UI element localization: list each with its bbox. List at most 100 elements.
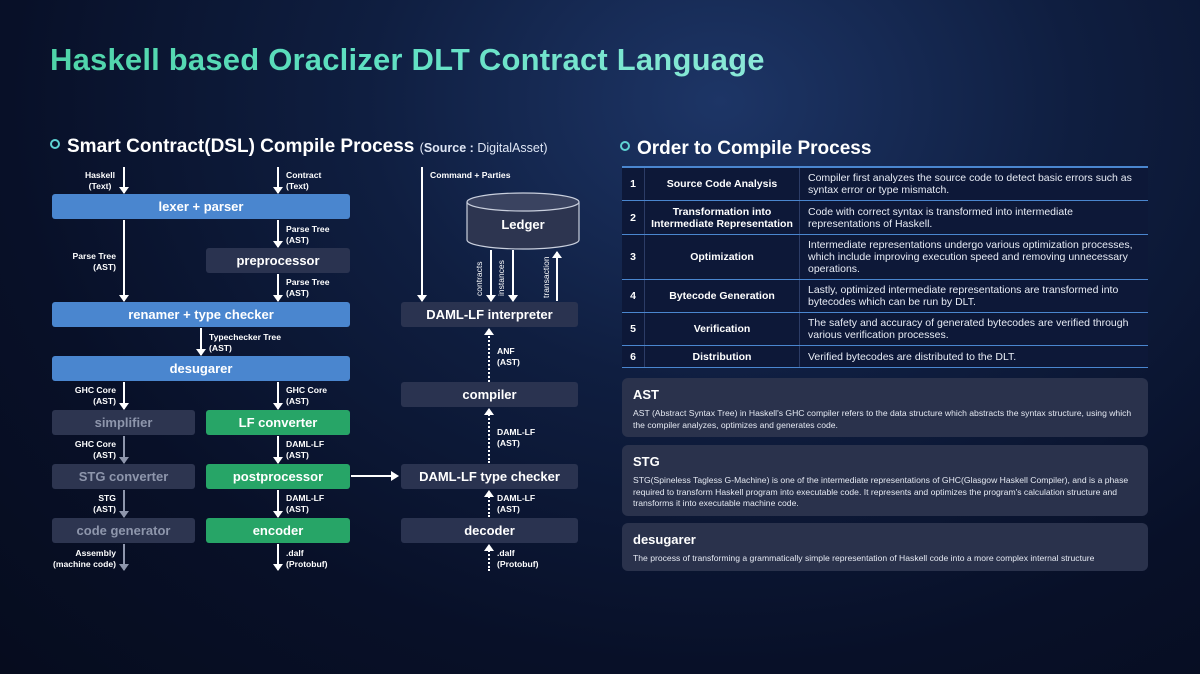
row-step: Optimization bbox=[645, 235, 800, 279]
label-stg: STG(AST) bbox=[62, 493, 116, 514]
arrow-lexer-preprocessor bbox=[273, 220, 283, 248]
label-parse-tree-1-line2: (AST) bbox=[93, 261, 116, 272]
table-row: 3 Optimization Intermediate representati… bbox=[622, 235, 1148, 280]
box-daml-lf-type-checker: DAML-LF type checker bbox=[401, 464, 578, 489]
compile-process-heading: Smart Contract(DSL) Compile Process (Sou… bbox=[50, 136, 547, 158]
arrow-compiler-interpreter bbox=[484, 328, 494, 382]
label-assembly: Assembly(machine code) bbox=[46, 548, 116, 569]
compile-process-title: Smart Contract(DSL) Compile Process bbox=[67, 136, 415, 157]
arrow-decoder-typechecker bbox=[484, 490, 494, 517]
label-dalf-2-line1: .dalf bbox=[497, 548, 515, 558]
compile-order-table: 1 Source Code Analysis Compiler first an… bbox=[622, 166, 1148, 368]
label-stg-line1: STG bbox=[98, 493, 116, 503]
row-step: Bytecode Generation bbox=[645, 280, 800, 312]
label-transaction: transaction bbox=[541, 256, 551, 298]
box-preprocessor: preprocessor bbox=[206, 248, 350, 273]
arrow-transaction bbox=[552, 251, 562, 301]
row-number: 3 bbox=[622, 235, 645, 279]
label-parse-tree-1: Parse Tree(AST) bbox=[62, 251, 116, 272]
row-description: Lastly, optimized intermediate represent… bbox=[808, 284, 1119, 308]
card-title: STG bbox=[633, 454, 660, 469]
label-dalf-1-line2: (Protobuf) bbox=[286, 558, 328, 569]
arrow-contracts bbox=[486, 250, 496, 302]
table-row: 5 Verification The safety and accuracy o… bbox=[622, 313, 1148, 346]
label-ghc-core-3: GHC Core(AST) bbox=[62, 439, 116, 460]
source-note: (Source : DigitalAsset) bbox=[420, 141, 548, 155]
label-anf-line1: ANF bbox=[497, 346, 515, 356]
label-dalf-2: .dalf(Protobuf) bbox=[497, 548, 539, 569]
label-ghc-core-1-line2: (AST) bbox=[93, 395, 116, 406]
table-row: 6 Distribution Verified bytecodes are di… bbox=[622, 346, 1148, 368]
box-desugarer: desugarer bbox=[52, 356, 350, 381]
box-lexer-parser: lexer + parser bbox=[52, 194, 350, 219]
label-dalf-1: .dalf(Protobuf) bbox=[286, 548, 328, 569]
arrow-typechecker-compiler bbox=[484, 408, 494, 463]
box-daml-lf-interpreter: DAML-LF interpreter bbox=[401, 302, 578, 327]
arrow-postprocessor-encoder bbox=[273, 490, 283, 518]
arrow-desugarer-lf-converter bbox=[273, 382, 283, 410]
input-contract: Contract(Text) bbox=[286, 170, 321, 191]
arrow-contract bbox=[273, 167, 283, 194]
arrow-instances bbox=[508, 250, 518, 302]
arrow-codegen-out bbox=[119, 544, 129, 571]
box-simplifier: simplifier bbox=[52, 410, 195, 435]
input-contract-line1: Contract bbox=[286, 170, 322, 180]
label-assembly-line2: (machine code) bbox=[52, 558, 116, 569]
label-ghc-core-1-line1: GHC Core bbox=[74, 385, 116, 395]
row-description: Compiler first analyzes the source code … bbox=[808, 172, 1132, 196]
input-command-parties: Command + Parties bbox=[430, 170, 511, 180]
box-code-generator: code generator bbox=[52, 518, 195, 543]
row-number: 5 bbox=[622, 313, 645, 345]
arrow-encoder-out bbox=[273, 544, 283, 571]
label-anf-line2: (AST) bbox=[497, 356, 520, 367]
box-stg-converter: STG converter bbox=[52, 464, 195, 489]
label-daml-lf-3: DAML-LF(AST) bbox=[497, 427, 535, 448]
card-text: The process of transforming a grammatica… bbox=[633, 553, 1095, 563]
source-value: DigitalAsset bbox=[477, 141, 544, 155]
row-number: 2 bbox=[622, 201, 645, 234]
row-number: 1 bbox=[622, 168, 645, 200]
label-typechecker-tree-line2: (AST) bbox=[209, 342, 232, 353]
label-daml-lf-4-line1: DAML-LF bbox=[497, 493, 536, 503]
label-ghc-core-2-line2: (AST) bbox=[286, 395, 309, 406]
arrow-preprocessor-renamer bbox=[273, 274, 283, 302]
label-stg-line2: (AST) bbox=[93, 503, 116, 514]
label-instances: instances bbox=[496, 260, 506, 296]
arrow-lf-converter-postprocessor bbox=[273, 436, 283, 464]
label-dalf-1-line1: .dalf bbox=[286, 548, 304, 558]
arrow-desugarer-simplifier bbox=[119, 382, 129, 410]
order-title: Order to Compile Process bbox=[637, 138, 872, 159]
box-decoder: decoder bbox=[401, 518, 578, 543]
arrow-head-right-icon bbox=[391, 471, 399, 481]
label-assembly-line1: Assembly bbox=[75, 548, 116, 558]
label-daml-lf-1-line1: DAML-LF bbox=[286, 439, 325, 449]
label-ghc-core-2-line1: GHC Core bbox=[286, 385, 328, 395]
label-parse-tree-1-line1: Parse Tree bbox=[72, 251, 116, 261]
label-ghc-core-1: GHC Core(AST) bbox=[62, 385, 116, 406]
label-ghc-core-2: GHC Core(AST) bbox=[286, 385, 327, 406]
row-step: Transformation into Intermediate Represe… bbox=[645, 201, 800, 234]
label-typechecker-tree: Typechecker Tree(AST) bbox=[209, 332, 281, 353]
label-daml-lf-3-line1: DAML-LF bbox=[497, 427, 536, 437]
page-title: Haskell based Oraclizer DLT Contract Lan… bbox=[50, 42, 765, 77]
label-parse-tree-3: Parse Tree(AST) bbox=[286, 277, 329, 298]
label-ghc-core-3-line1: GHC Core bbox=[74, 439, 116, 449]
box-lf-converter: LF converter bbox=[206, 410, 350, 435]
source-label: Source : bbox=[423, 141, 474, 155]
label-daml-lf-3-line2: (AST) bbox=[497, 437, 520, 448]
table-row: 1 Source Code Analysis Compiler first an… bbox=[622, 168, 1148, 201]
label-daml-lf-2: DAML-LF(AST) bbox=[286, 493, 324, 514]
arrow-lexer-renamer bbox=[119, 220, 129, 302]
label-parse-tree-2-line2: (AST) bbox=[286, 234, 309, 245]
label-daml-lf-1: DAML-LF(AST) bbox=[286, 439, 324, 460]
label-parse-tree-2: Parse Tree(AST) bbox=[286, 224, 329, 245]
arrow-dalf-decoder bbox=[484, 544, 494, 571]
bullet-icon bbox=[620, 141, 630, 151]
box-encoder: encoder bbox=[206, 518, 350, 543]
row-description: The safety and accuracy of generated byt… bbox=[808, 317, 1129, 341]
card-title: desugarer bbox=[633, 532, 696, 547]
row-description: Intermediate representations undergo var… bbox=[808, 239, 1133, 275]
label-ghc-core-3-line2: (AST) bbox=[93, 449, 116, 460]
input-haskell: Haskell(Text) bbox=[80, 170, 120, 191]
row-description: Code with correct syntax is transformed … bbox=[808, 205, 1073, 230]
